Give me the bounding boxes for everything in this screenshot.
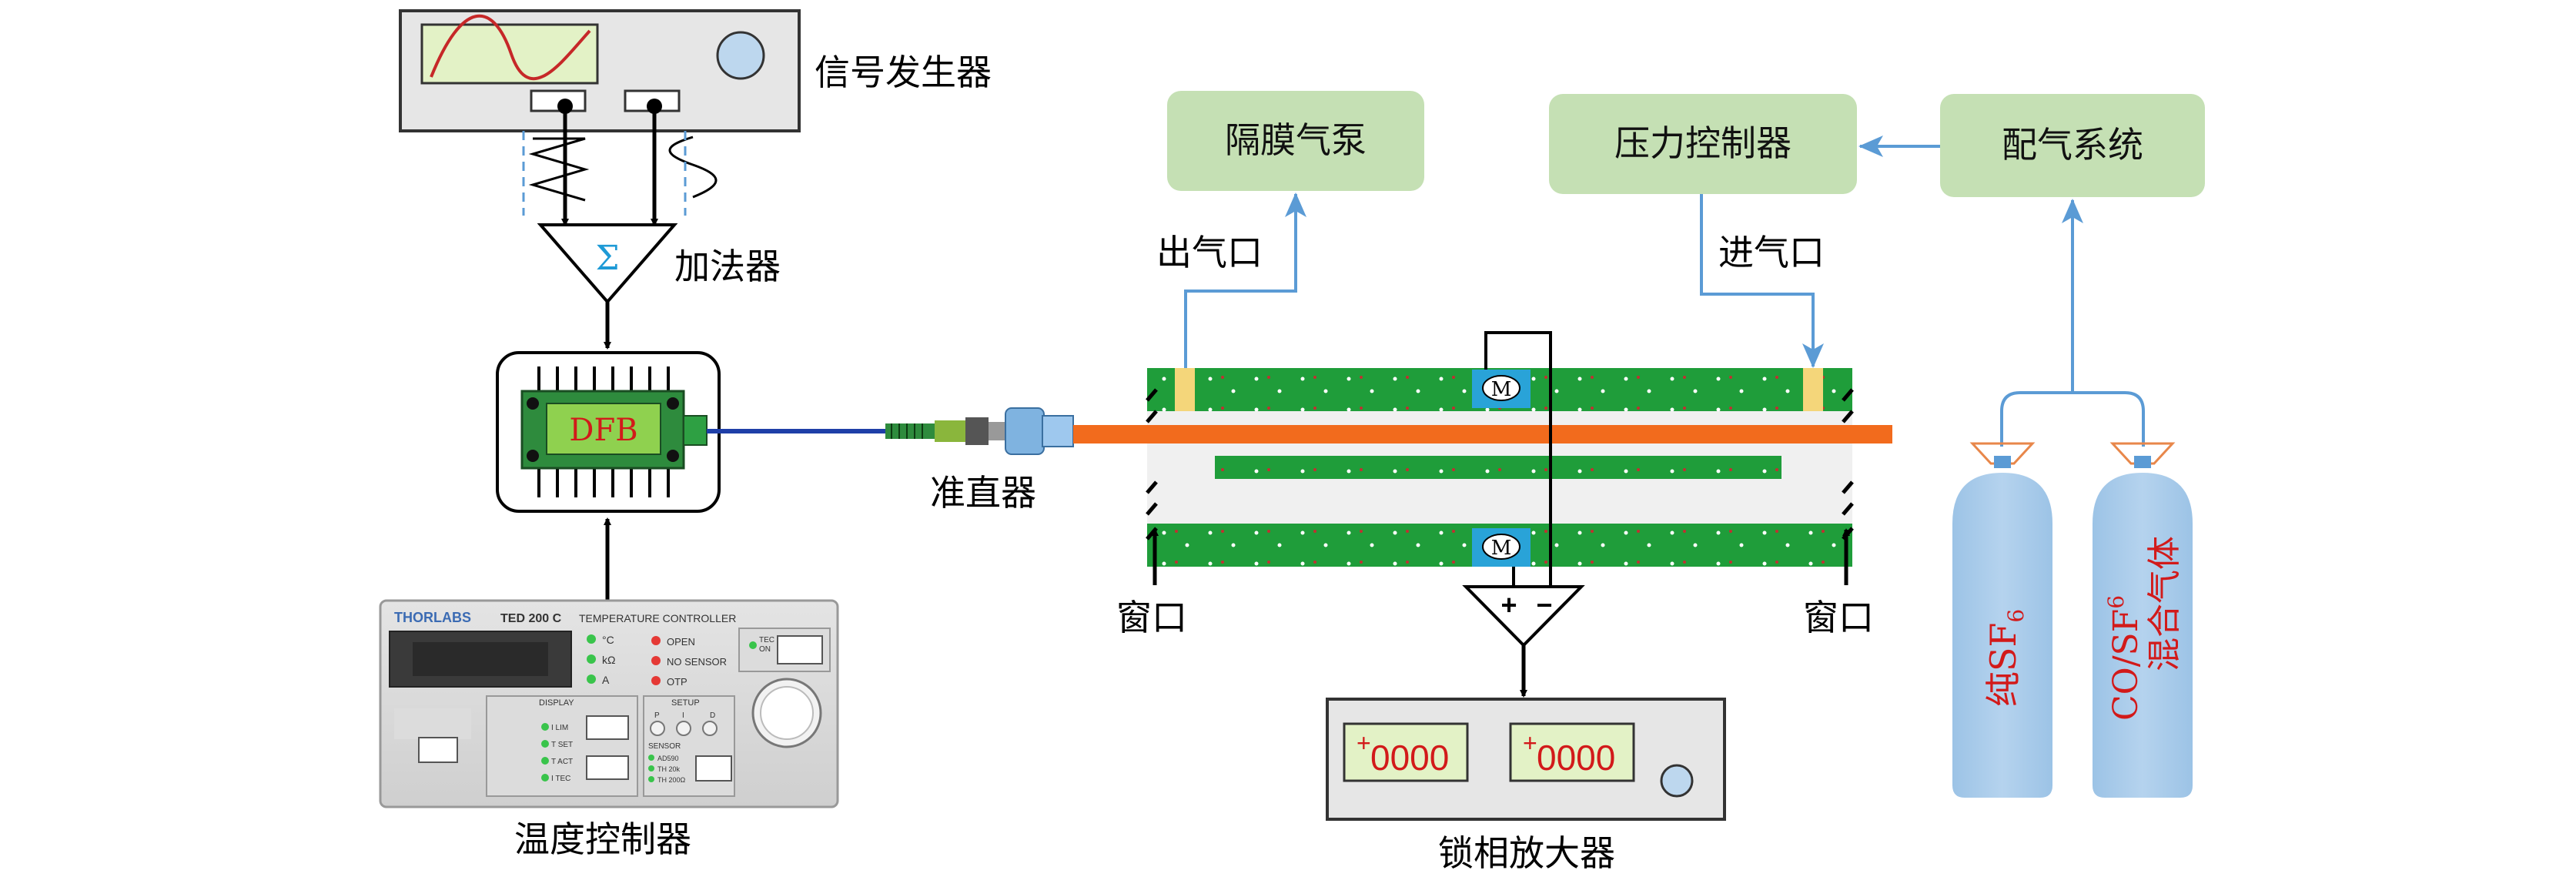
thorlabs-brand: THORLABS (394, 610, 471, 625)
lockin-knob-icon (1660, 764, 1694, 798)
diaphragm-pump-label: 隔膜气泵 (1225, 119, 1367, 161)
status-open: OPEN (667, 636, 695, 648)
gas-system-label: 配气系统 (2002, 124, 2143, 166)
status-no-sensor: NO SENSOR (667, 656, 727, 668)
display-section-label: DISPLAY (539, 698, 574, 708)
th200-label: TH 200Ω (657, 776, 686, 784)
gas-system-box: 配气系统 (1940, 94, 2205, 197)
lockin-amplifier: + 0000 + 0000 (1326, 698, 1726, 821)
gas-inlet-port (1803, 368, 1823, 411)
thorlabs-model: TED 200 C (500, 612, 562, 625)
tec-on-label: ON (759, 645, 771, 654)
display-right-sign: + (1523, 729, 1537, 757)
gas-outlet-port (1175, 368, 1195, 411)
display-left-digits: 0000 (1370, 738, 1449, 778)
unit-amp: A (602, 674, 610, 686)
i-label: I (682, 711, 684, 720)
lockin-label: 锁相放大器 (1438, 832, 1615, 874)
ad590-label: AD590 (657, 755, 679, 762)
bottle-pure-sf6-label: 纯SF6 (1982, 609, 2029, 707)
left-window-label: 窗口 (1116, 597, 1187, 638)
diaphragm-pump-box: 隔膜气泵 (1167, 91, 1424, 191)
knob-icon (716, 31, 765, 80)
photoacoustic-cell: M M (1146, 368, 1854, 567)
itec-label: I TEC (551, 775, 570, 783)
mic-top-letter: M (1491, 378, 1512, 401)
temperature-controller: THORLABS TED 200 C TEMPERATURE CONTROLLE… (379, 599, 839, 808)
right-window-label: 窗口 (1803, 597, 1874, 638)
unit-kohm: kΩ (602, 654, 615, 666)
pressure-controller-label: 压力控制器 (1614, 122, 1791, 164)
collimator-label: 准直器 (930, 472, 1036, 514)
minus-sign: − (1536, 589, 1552, 621)
status-otp: OTP (667, 676, 687, 688)
tec-label: TEC (759, 636, 774, 644)
dfb-label: DFB (569, 413, 637, 448)
sine-mod-wave-icon (668, 136, 718, 199)
tact-label: T ACT (551, 758, 573, 766)
collimator (1005, 407, 1074, 455)
thorlabs-title: TEMPERATURE CONTROLLER (579, 612, 736, 624)
pressure-controller-box: 压力控制器 (1549, 94, 1857, 194)
signal-generator (399, 9, 801, 132)
gas-inlet-label: 进气口 (1718, 232, 1825, 273)
bottle-pure-sf6: 纯SF6 (1952, 442, 2052, 798)
dfb-laser-module: DFB (496, 351, 721, 513)
signal-generator-label: 信号发生器 (815, 52, 992, 93)
th20k-label: TH 20k (657, 765, 681, 773)
temp-controller-label: 温度控制器 (514, 818, 691, 860)
gas-flow-lines (1184, 136, 2145, 447)
ilim-label: I LIM (551, 724, 568, 732)
tset-label: T SET (551, 741, 573, 749)
differential-amplifier: + − (1462, 585, 1585, 648)
bottle-co-sf6-label-line1: CO/SF6 (2103, 595, 2146, 721)
sawtooth-wave-icon (528, 137, 590, 202)
bottle-co-sf6-label-line2: 混合气体 (2145, 536, 2184, 671)
output-port-1 (530, 89, 587, 112)
mic-bottom-letter: M (1491, 537, 1512, 560)
laser-beam (1073, 425, 1892, 444)
display-left-sign: + (1357, 729, 1371, 757)
microphone-wires (1484, 331, 1552, 587)
modulation-signals (522, 106, 718, 226)
setup-section-label: SETUP (671, 698, 700, 708)
unit-celsius: °C (602, 634, 614, 646)
adder: Σ (537, 223, 678, 305)
d-label: D (710, 711, 715, 720)
gas-outlet-label: 出气口 (1156, 232, 1263, 273)
microphone-top: M (1472, 370, 1531, 408)
optical-fiber (707, 417, 1007, 445)
p-label: P (654, 711, 660, 720)
sigma-symbol: Σ (595, 239, 619, 278)
sensor-label: SENSOR (648, 742, 681, 751)
bottle-co-sf6-mixture: CO/SF6 混合气体 (2093, 442, 2193, 798)
microphone-bottom: M (1472, 528, 1531, 567)
plus-sign: + (1500, 589, 1517, 621)
sine-wave-icon (430, 14, 591, 81)
display-right-digits: 0000 (1537, 738, 1615, 778)
adder-label: 加法器 (674, 246, 781, 287)
